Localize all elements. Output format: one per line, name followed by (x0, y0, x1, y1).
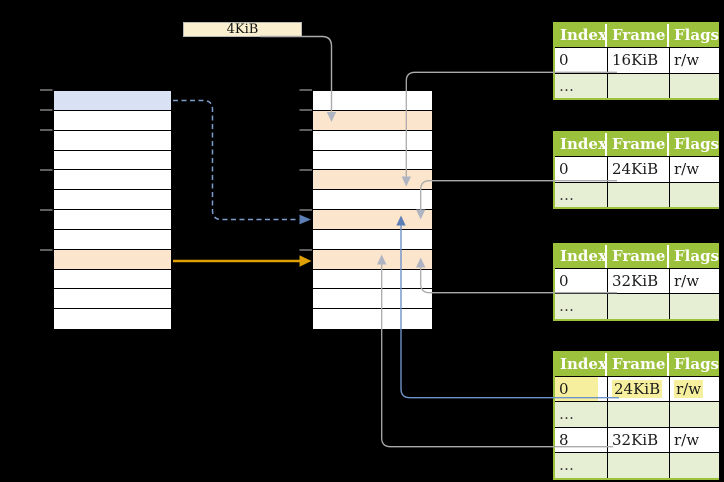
virtual-page-row (54, 210, 171, 230)
table-cell (607, 72, 669, 98)
table-header-cell: Frame (607, 353, 669, 376)
table-cell-index: 0 (555, 47, 607, 73)
physical-frame-row (313, 269, 432, 290)
table-header-cell: Index (555, 353, 607, 376)
table-cell-flags: r/w (669, 156, 719, 182)
physical-frame-row (313, 130, 432, 151)
physical-frame-row (313, 150, 432, 171)
physical-frame-row-24kib (313, 210, 432, 230)
arrow-virtual-page0-to-frame-24kib (173, 99, 311, 225)
virtual-page-row (54, 190, 171, 210)
table-cell-frame-highlighted: 24KiB (607, 376, 669, 402)
physical-frame-row (313, 91, 432, 111)
table-header-cell: Flags (669, 244, 719, 268)
physical-frame-row (313, 229, 432, 250)
virtual-memory-column (53, 90, 172, 330)
table-header-cell: Flags (669, 24, 719, 47)
virtual-page-row (54, 150, 171, 171)
table-header-cell: Frame (607, 133, 669, 156)
table-cell-ellipsis: … (555, 181, 607, 207)
page-table-4: Index Frame Flags 0 24KiB r/w … 8 32KiB … (553, 351, 719, 480)
table-cell-ellipsis: … (555, 452, 607, 478)
table-cell-frame: 24KiB (607, 156, 669, 182)
table-header-cell: Index (555, 133, 607, 156)
page-table-2: Index Frame Flags 0 24KiB r/w … (553, 131, 719, 209)
table-cell (669, 401, 719, 427)
physical-frame-row-32kib (313, 249, 432, 270)
physical-frame-row-4kib (313, 110, 432, 131)
physical-frame-row (313, 309, 432, 329)
physical-frame-row (313, 190, 432, 210)
virtual-page-row (54, 289, 171, 310)
table-cell-frame: 32KiB (607, 426, 669, 453)
table-cell (669, 181, 719, 207)
table-header-cell: Flags (669, 353, 719, 376)
virtual-page-row (54, 170, 171, 191)
table-cell (607, 293, 669, 319)
table-header-cell: Frame (607, 24, 669, 47)
physical-memory-column (312, 90, 433, 330)
virtual-page-row-8 (54, 249, 171, 270)
table-cell-index-highlighted: 0 (555, 376, 607, 402)
table-cell-flags: r/w (669, 47, 719, 73)
virtual-page-row (54, 110, 171, 131)
table-header-cell: Index (555, 244, 607, 268)
arrow-virtual-page8-to-frame-32kib (173, 255, 312, 267)
table-cell-flags: r/w (669, 267, 719, 293)
table-cell-index: 0 (555, 267, 607, 293)
page-size-label: 4KiB (183, 22, 302, 37)
table-cell (669, 452, 719, 478)
table-cell (669, 72, 719, 98)
virtual-page-row (54, 309, 171, 329)
virtual-page-row-0 (54, 91, 171, 111)
virtual-page-row (54, 229, 171, 250)
table-header-cell: Flags (669, 133, 719, 156)
table-cell-ellipsis: … (555, 401, 607, 427)
table-header-cell: Index (555, 24, 607, 47)
table-cell-index: 8 (555, 426, 607, 453)
table-cell (607, 181, 669, 207)
table-cell-frame: 16KiB (607, 47, 669, 73)
physical-frame-row-16kib (313, 170, 432, 191)
table-cell-index: 0 (555, 156, 607, 182)
table-cell-ellipsis: … (555, 72, 607, 98)
virtual-page-row (54, 130, 171, 151)
page-table-1: Index Frame Flags 0 16KiB r/w … (553, 22, 719, 100)
table-cell-ellipsis: … (555, 293, 607, 319)
physical-frame-row (313, 289, 432, 310)
page-table-3: Index Frame Flags 0 32KiB r/w … (553, 242, 719, 321)
virtual-page-row (54, 269, 171, 290)
table-cell (669, 293, 719, 319)
table-cell-frame: 32KiB (607, 267, 669, 293)
table-cell (607, 401, 669, 427)
table-cell (607, 452, 669, 478)
table-cell-flags: r/w (669, 426, 719, 453)
table-cell-flags-highlighted: r/w (669, 376, 719, 402)
table-header-cell: Frame (607, 244, 669, 268)
